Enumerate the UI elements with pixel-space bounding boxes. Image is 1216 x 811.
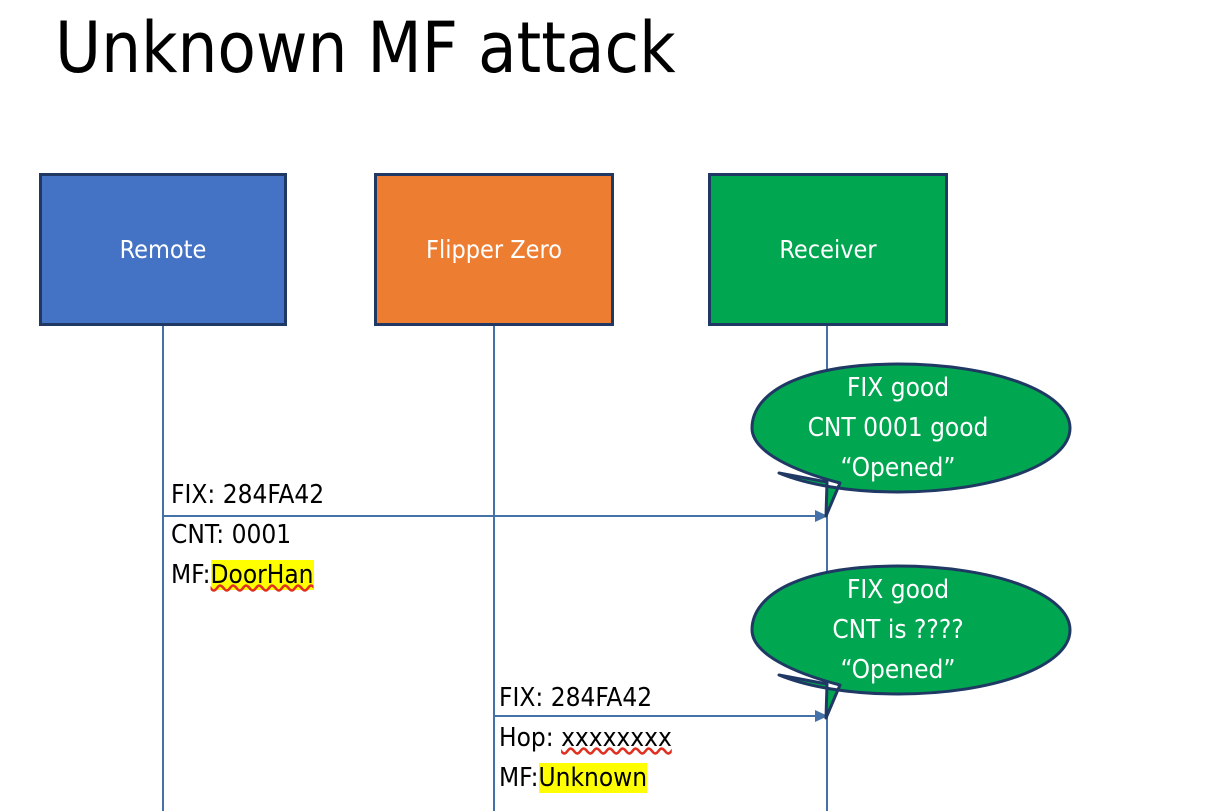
message-1-line-2: CNT: 0001 <box>171 515 324 555</box>
message-1-line-1-value: 284FA42 <box>222 480 325 510</box>
lifeline-receiver <box>826 325 828 811</box>
message-2-line-1: FIX: 284FA42 <box>499 678 672 718</box>
message-1-line-1-label: FIX: <box>171 480 216 510</box>
message-1-line-3-value: DoorHan <box>210 560 314 590</box>
bubble-1-shape <box>750 362 1072 518</box>
bubble-2-shape <box>750 564 1072 720</box>
message-2-line-1-value: 284FA42 <box>550 683 653 713</box>
message-2-line-1-label: FIX: <box>499 683 544 713</box>
message-2-line-2: Hop: xxxxxxxx <box>499 718 672 758</box>
bubble-1: FIX good CNT 0001 good “Opened” <box>722 360 1074 520</box>
page-title: Unknown MF attack <box>55 7 676 89</box>
message-1-line-3-label: MF: <box>171 560 211 590</box>
actor-label-flipper: Flipper Zero <box>426 234 562 264</box>
lifeline-remote <box>162 325 164 811</box>
message-2-text: FIX: 284FA42 Hop: xxxxxxxx MF:Unknown <box>499 678 672 798</box>
actor-box-remote[interactable]: Remote <box>39 173 287 326</box>
actor-label-receiver: Receiver <box>779 234 877 264</box>
actor-label-remote: Remote <box>119 234 207 264</box>
actor-box-receiver[interactable]: Receiver <box>708 173 948 326</box>
lifeline-flipper <box>493 325 495 811</box>
actor-box-flipper[interactable]: Flipper Zero <box>374 173 614 326</box>
message-1-line-3: MF:DoorHan <box>171 555 324 595</box>
message-2-line-3-label: MF: <box>499 763 539 793</box>
bubble-2: FIX good CNT is ???? “Opened” <box>722 562 1074 722</box>
message-1-line-2-label: CNT: <box>171 520 225 550</box>
message-2-line-2-label: Hop: <box>499 723 554 753</box>
message-2-line-3: MF:Unknown <box>499 758 672 798</box>
message-1-line-1: FIX: 284FA42 <box>171 475 324 515</box>
message-1-text: FIX: 284FA42 CNT: 0001 MF:DoorHan <box>171 475 324 595</box>
message-1-line-2-value: 0001 <box>231 520 292 550</box>
message-2-line-2-value: xxxxxxxx <box>561 723 672 753</box>
message-2-line-3-value: Unknown <box>538 763 648 793</box>
